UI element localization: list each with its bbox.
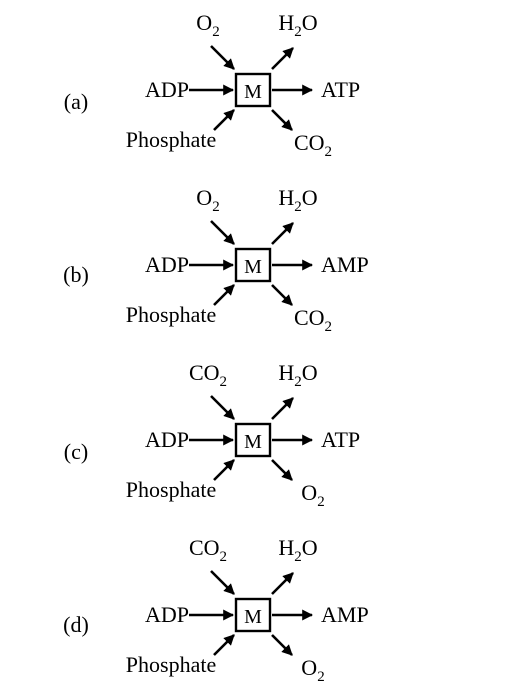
bottom-right-arrow xyxy=(271,634,293,656)
enzyme-box xyxy=(234,597,272,633)
enzyme-box xyxy=(234,72,272,108)
bottom-left-reactant: Phosphate xyxy=(126,652,216,677)
enzyme-box xyxy=(234,247,272,283)
bottom-left-reactant: Phosphate xyxy=(126,477,216,502)
bottom-left-arrow xyxy=(213,459,235,481)
top-left-arrow xyxy=(210,395,235,420)
option-c-diagram: (c) M CO2 H2O ADP ATP Phosphate O2 xyxy=(64,360,360,510)
top-left-reactant: O2 xyxy=(196,10,219,40)
top-right-product: H2O xyxy=(278,185,317,215)
option-a-diagram: (a) M O2 H2O ADP ATP Phosphate CO2 xyxy=(64,10,360,160)
enzyme-label: M xyxy=(244,81,262,103)
enzyme-label: M xyxy=(244,606,262,628)
bottom-right-arrow xyxy=(271,109,293,131)
enzyme-label: M xyxy=(244,431,262,453)
top-right-product: H2O xyxy=(278,535,317,565)
bottom-left-reactant: Phosphate xyxy=(126,302,216,327)
top-left-reactant: CO2 xyxy=(189,535,227,565)
bottom-left-arrow xyxy=(213,284,235,306)
option-label: (b) xyxy=(63,262,89,287)
top-left-arrow xyxy=(210,570,235,595)
bottom-right-product: O2 xyxy=(301,655,324,685)
option-d-diagram: (d) M CO2 H2O ADP AMP Phosphate O2 xyxy=(63,535,369,685)
bottom-left-arrow xyxy=(213,634,235,656)
top-right-product: H2O xyxy=(278,10,317,40)
bottom-right-product: CO2 xyxy=(294,305,332,335)
enzyme-box xyxy=(234,422,272,458)
left-reactant: ADP xyxy=(145,427,189,452)
top-right-arrow xyxy=(271,47,294,70)
option-label: (d) xyxy=(63,612,89,637)
top-right-arrow xyxy=(271,572,294,595)
bottom-left-reactant: Phosphate xyxy=(126,127,216,152)
top-left-arrow xyxy=(210,45,235,70)
right-product: ATP xyxy=(321,427,360,452)
top-left-reactant: O2 xyxy=(196,185,219,215)
enzyme-label: M xyxy=(244,256,262,278)
left-reactant: ADP xyxy=(145,602,189,627)
option-b-diagram: (b) M O2 H2O ADP AMP Phosphate CO2 xyxy=(63,185,369,335)
right-product: ATP xyxy=(321,77,360,102)
bottom-right-product: O2 xyxy=(301,480,324,510)
top-right-arrow xyxy=(271,222,294,245)
top-right-product: H2O xyxy=(278,360,317,390)
option-label: (a) xyxy=(64,89,88,114)
bottom-right-product: CO2 xyxy=(294,130,332,160)
right-product: AMP xyxy=(321,602,369,627)
bottom-right-arrow xyxy=(271,284,293,306)
bottom-left-arrow xyxy=(213,109,235,131)
top-right-arrow xyxy=(271,397,294,420)
right-product: AMP xyxy=(321,252,369,277)
top-left-arrow xyxy=(210,220,235,245)
left-reactant: ADP xyxy=(145,77,189,102)
top-left-reactant: CO2 xyxy=(189,360,227,390)
left-reactant: ADP xyxy=(145,252,189,277)
bottom-right-arrow xyxy=(271,459,293,481)
option-label: (c) xyxy=(64,439,88,464)
